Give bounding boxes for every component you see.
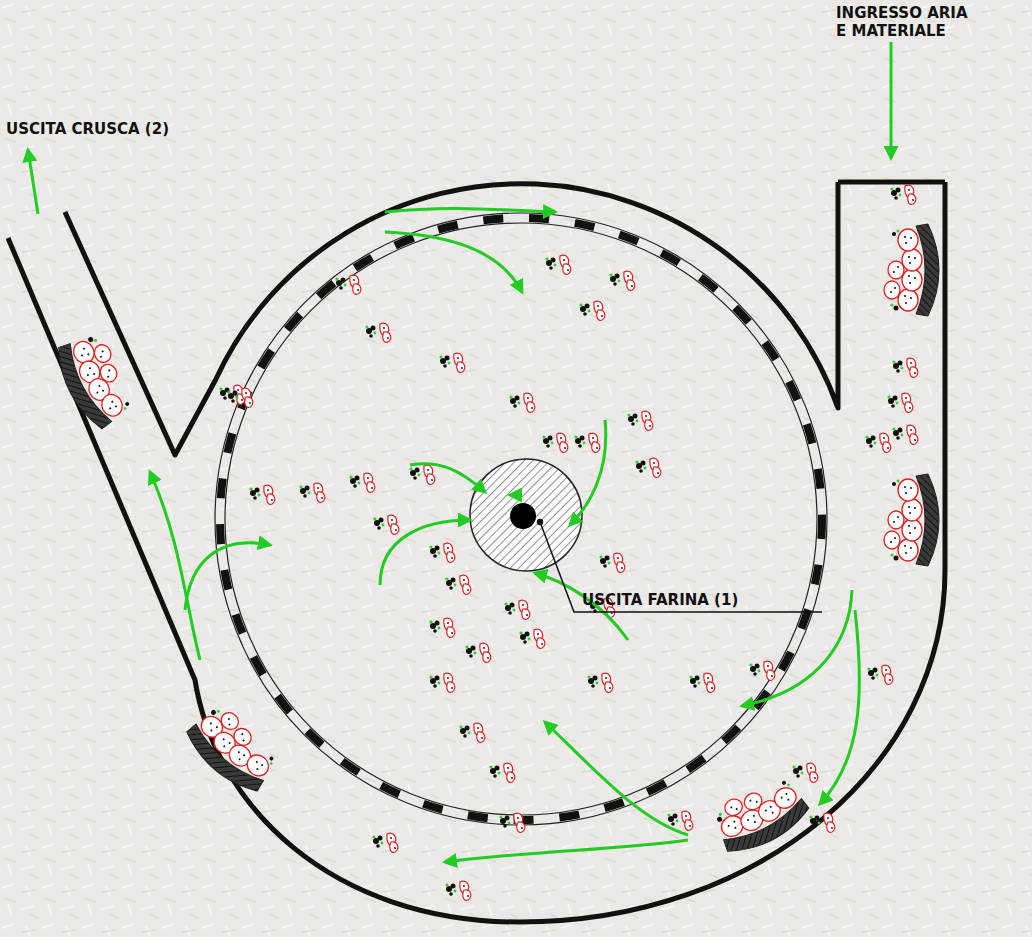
label: USCITA CRUSCA (2)	[6, 120, 206, 138]
particle	[635, 458, 660, 477]
particle	[519, 629, 544, 648]
particle	[409, 465, 434, 484]
particle	[445, 575, 470, 594]
particle	[349, 473, 374, 492]
particle	[545, 255, 570, 274]
bran-deposit	[49, 224, 939, 861]
particle	[372, 833, 397, 852]
particle	[890, 185, 915, 204]
sieve-screen	[215, 213, 827, 825]
particle	[299, 483, 324, 502]
airflow-arrow	[28, 42, 891, 862]
particle	[227, 388, 252, 407]
label: USCITA FARINA (1)	[582, 591, 822, 609]
particle	[429, 618, 454, 637]
particle	[892, 358, 917, 377]
flour-outlet	[470, 459, 582, 571]
particle	[429, 673, 454, 692]
particle	[627, 411, 652, 430]
particle	[599, 553, 624, 572]
particle	[445, 881, 470, 900]
particle	[439, 353, 464, 372]
particle	[489, 763, 514, 782]
particle	[504, 600, 529, 619]
particle	[499, 813, 524, 832]
particle	[335, 275, 360, 294]
particles	[219, 185, 917, 900]
particle	[887, 393, 912, 412]
particle	[373, 515, 398, 534]
particle	[509, 393, 534, 412]
particle	[792, 763, 817, 782]
particle	[465, 643, 490, 662]
particle	[574, 433, 599, 452]
particle	[542, 433, 567, 452]
particle	[867, 665, 892, 684]
particle	[459, 723, 484, 742]
particle	[429, 543, 454, 562]
particle	[689, 673, 714, 692]
particle	[587, 673, 612, 692]
particle	[609, 271, 634, 290]
particle	[809, 813, 834, 832]
particle	[865, 433, 890, 452]
particle	[249, 485, 274, 504]
label: INGRESSO ARIA E MATERIALE	[836, 4, 976, 40]
particle	[892, 425, 917, 444]
particle	[749, 661, 774, 680]
particle	[579, 301, 604, 320]
leader-line	[538, 520, 823, 613]
housing	[8, 182, 945, 922]
particle	[365, 323, 390, 342]
